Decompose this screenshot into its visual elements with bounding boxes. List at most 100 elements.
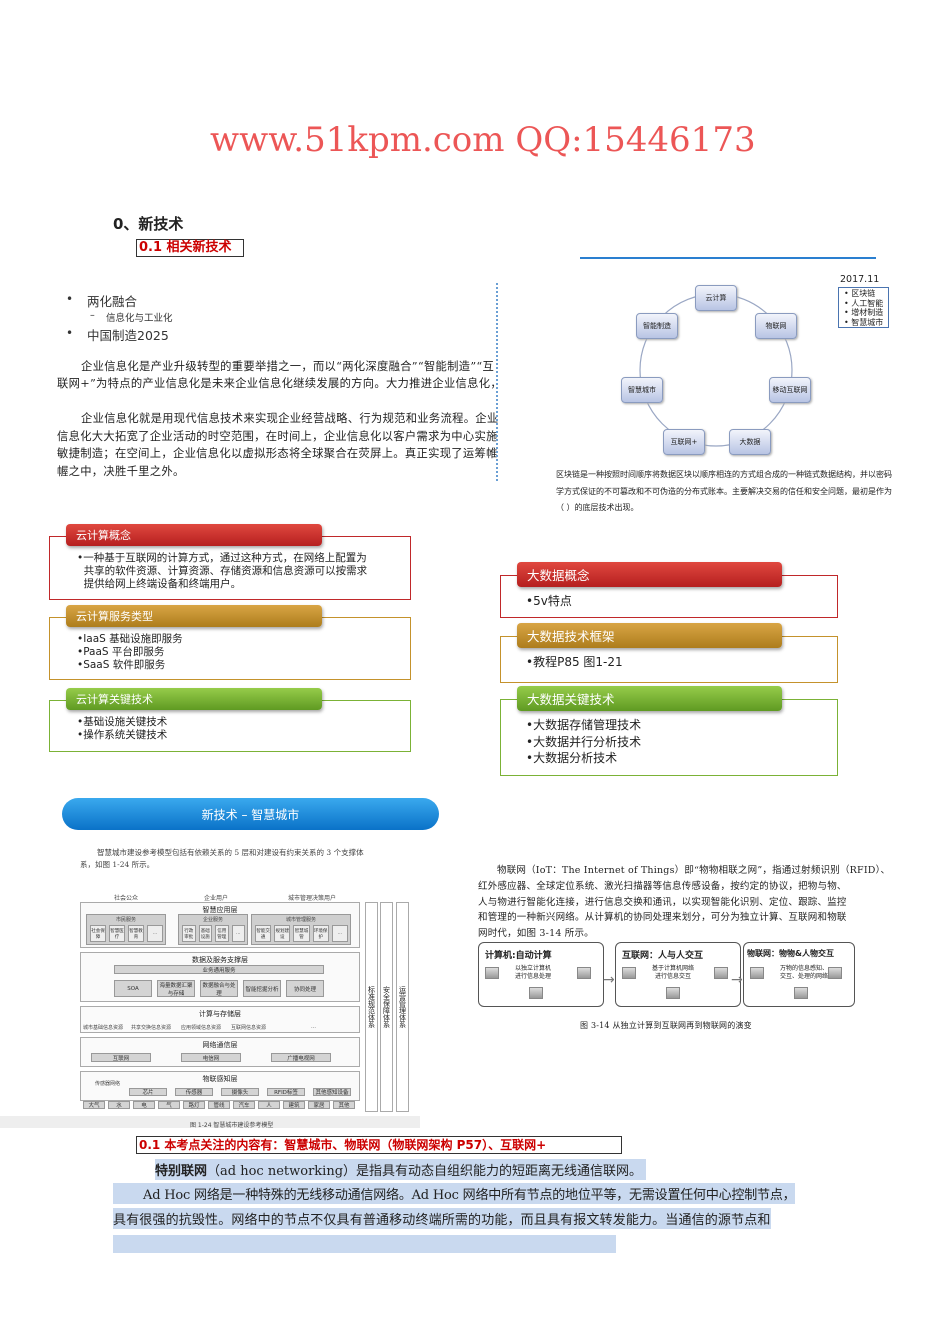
- cycle-node: 物联网: [755, 313, 797, 339]
- figure-caption: 图 1-24 智慧城市建设参考模型: [190, 1122, 274, 1129]
- compute-item: 互联网信息资源: [231, 1025, 267, 1031]
- bigdata-panel-item: •教程P85 图1-21: [526, 655, 623, 669]
- object-item: 汽车: [233, 1101, 255, 1109]
- app-item: 智慧医疗: [109, 925, 125, 942]
- year-label: 2017.11: [840, 274, 880, 285]
- iot-stage-box: 互联网：人与人交互基于计算机网络 进行信息交互: [615, 942, 741, 1007]
- smart-city-banner: 新技术 – 智慧城市: [62, 798, 439, 830]
- compute-item: 共享交换信息资源: [131, 1025, 172, 1031]
- object-item: 大气: [83, 1101, 105, 1109]
- bigdata-panel-item: •大数据并行分析技术: [526, 734, 642, 749]
- app-group-title: 企业服务: [202, 917, 223, 923]
- iot-stage-box: 计算机:自动计算以独立计算机 进行信息处理: [478, 942, 604, 1007]
- computer-icon: [750, 967, 764, 979]
- blockchain-text-line: 学方式保证的不可篡改和不可伪造的分布式账本。主要解决交易的信任和安全问题，最初是…: [556, 486, 892, 496]
- bullet-item: 中国制造2025: [87, 328, 169, 343]
- cloud-panel-title: 云计算关键技术: [66, 688, 322, 710]
- data-item: 智能挖掘分析: [243, 980, 281, 997]
- cloud-panel-item: •IaaS 基础设施即服务: [77, 633, 183, 645]
- bigdata-panel-title: 大数据关键技术: [517, 686, 782, 711]
- app-item: …: [331, 925, 348, 942]
- user-group-label: 企业用户: [204, 895, 229, 902]
- app-item: 环境保护: [312, 925, 329, 942]
- iot-stage-desc: 基于计算机网络 进行信息交互: [652, 965, 695, 980]
- adhoc-definition: 特别联网（ad hoc networking）是指具有动态自组织能力的短距离无线…: [155, 1159, 647, 1180]
- app-layer: 智慧应用层市民服务社会保障智慧医疗智慧教育…企业服务行政审批基础设施信用管理…城…: [80, 902, 360, 948]
- year-topic-item: • 增材制造: [844, 308, 884, 317]
- year-topic-item: • 人工智能: [844, 298, 884, 308]
- iot-stage-title: 互联网：人与人交互: [622, 951, 704, 961]
- cycle-node: 移动互联网: [769, 377, 811, 403]
- compute-layer: 计算与存储层城市基础信息资源共享交换信息资源应用领域信息资源互联网信息资源…: [80, 1006, 360, 1033]
- app-group-title: 市民服务: [115, 917, 136, 923]
- bigdata-panel-item: •5v特点: [526, 594, 572, 608]
- app-item: 智慧城管: [293, 925, 310, 942]
- compute-item: 应用领域信息资源: [181, 1025, 222, 1031]
- cloud-panel-item: •PaaS 平台即服务: [77, 646, 165, 658]
- iot-stage-box: 物联网：物物&人物交互万物的信息感知、 交互、处理的网络: [743, 942, 855, 1007]
- divider: [580, 257, 876, 259]
- paragraph-line: 联网+”为特点的产业信息化是未来企业信息化继续发展的方向。大力推进企业信息化，: [57, 377, 502, 390]
- year-topic-item: • 智慧城市: [844, 317, 884, 327]
- adhoc-definition-text: （ad hoc networking）是指具有动态自组织能力的短距离无线通信联网…: [207, 1164, 643, 1179]
- layer-title: 数据及服务支撑层: [192, 956, 248, 964]
- cloud-panel-item: •操作系统关键技术: [77, 729, 168, 741]
- network-item: 互联网: [91, 1053, 151, 1062]
- cloud-panel-item: •SaaS 软件即服务: [77, 659, 166, 671]
- caption-bar: [0, 1116, 420, 1128]
- paragraph-line: 信息化大大拓宽了企业活动的时空范围，在时间上，企业信息化以客户需求为中心实施: [57, 429, 498, 443]
- app-item: 社会保障: [90, 925, 106, 942]
- selection-highlight: [113, 1235, 616, 1253]
- iot-stage-title: 计算机:自动计算: [485, 951, 552, 961]
- user-group-label: 社会公众: [114, 895, 139, 902]
- cycle-node: 智能制造: [636, 313, 678, 339]
- iot-stage-title: 物联网：物物&人物交互: [747, 949, 834, 958]
- sensing-item: 芯片: [129, 1088, 167, 1096]
- app-item: 智能交通: [255, 925, 272, 942]
- network-item: 广播电视网: [271, 1053, 331, 1062]
- year-topic-box: • 区块链• 人工智能• 增材制造• 智慧城市: [838, 287, 889, 328]
- paragraph-line: 企业信息化是产业升级转型的重要举措之一，而以“两化深度融合”“智能制造”“互: [81, 360, 495, 373]
- app-group: 企业服务行政审批基础设施信用管理…: [178, 914, 248, 945]
- cycle-node: 互联网+: [663, 429, 705, 455]
- bigdata-panel-title: 大数据概念: [517, 562, 782, 587]
- user-group-label: 城市管理决策用户: [288, 895, 337, 902]
- object-item: 电: [133, 1101, 155, 1109]
- bigdata-panel-item: •大数据分析技术: [526, 751, 618, 765]
- sensor-network-label: 传感器网络: [95, 1081, 121, 1087]
- bullet-item: 两化融合: [87, 294, 138, 309]
- iot-stage-desc: 以独立计算机 进行信息处理: [515, 965, 552, 980]
- support-pillar: 运营管理体系: [396, 902, 409, 1112]
- network-layer: 网络通信层互联网电信网广播电视网: [80, 1037, 360, 1067]
- cycle-node: 云计算: [695, 285, 737, 311]
- cloud-panel-title: 云计算服务类型: [66, 605, 322, 627]
- layer-title: 物联感知层: [202, 1075, 238, 1083]
- section-heading: 0、新技术: [113, 215, 184, 233]
- computer-icon: [794, 987, 808, 999]
- data-item: 协同处理: [286, 980, 324, 997]
- app-item: 智慧教育: [128, 925, 144, 942]
- cycle-node: 大数据: [729, 429, 771, 455]
- arrow-icon: →: [731, 972, 743, 988]
- figure-intro-line: 智慧城市建设参考模型包括有依赖关系的 5 层和对建设有约束关系的 3 个支撑体: [97, 848, 364, 857]
- adhoc-paragraph-line: Ad Hoc 网络是一种特殊的无线移动通信网络。Ad Hoc 网络中所有节点的地…: [113, 1183, 796, 1204]
- iot-paragraph-line: 红外感应器、全球定位系统、激光扫描器等信息传感设备，按约定的协议，把物与物、: [478, 880, 847, 892]
- cloud-panel-item: •一种基于互联网的计算方式，通过这种方式，在网络上配置为: [77, 552, 367, 564]
- iot-stage-desc: 万物的信息感知、 交互、处理的网络: [780, 965, 829, 980]
- app-item: …: [147, 925, 163, 942]
- cloud-panel-item: 提供给网上终端设备和终端用户。: [77, 578, 242, 590]
- layer-title: 智慧应用层: [202, 906, 238, 914]
- sub-bullet-item: 信息化与工业化: [106, 313, 173, 324]
- computer-icon: [828, 967, 842, 979]
- paragraph-line: 敏捷制造；在空间上，企业信息化以虚拟形态将全球聚合在荧屏上。真正实现了运筹帷: [57, 447, 498, 460]
- compute-item: 城市基础信息资源: [83, 1025, 124, 1031]
- watermark: www.51kpm.com QQ:15446173: [210, 120, 756, 160]
- focus-box: 0.1 本考点关注的内容有：智慧城市、物联网（物联网架构 P57）、互联网+: [136, 1136, 622, 1154]
- cloud-panel-title: 云计算概念: [66, 524, 322, 546]
- bullet-dash: –: [90, 310, 95, 321]
- iot-paragraph-line: 和管理的一种新兴网络。从计算机的协同处理来划分，可分为独立计算、互联网和物联: [478, 912, 847, 924]
- sensing-item: 摄像头: [221, 1088, 259, 1096]
- app-group: 城市管理服务智能交通规划建设智慧城管环境保护…: [251, 914, 351, 945]
